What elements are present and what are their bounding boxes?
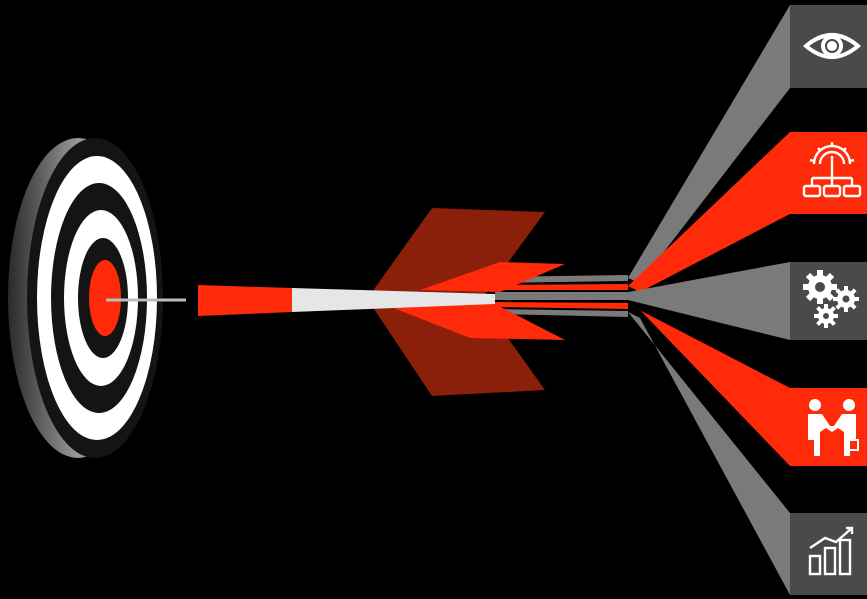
icon-box-5 — [790, 513, 867, 595]
icon-box-3 — [790, 262, 867, 340]
strand-3 — [495, 292, 628, 300]
dartboard-target — [8, 138, 163, 458]
icon-column — [790, 0, 867, 599]
arrow-tip-red — [198, 285, 292, 316]
icon-box-5-bg — [790, 513, 867, 595]
icon-box-1 — [790, 5, 867, 88]
icon-box-2 — [790, 132, 867, 214]
icon-box-4 — [790, 388, 867, 466]
ribbon-fan — [628, 5, 790, 595]
target-bullseye — [89, 260, 121, 336]
arrow — [106, 208, 565, 396]
icon-box-2-bg — [790, 132, 867, 214]
strand-4 — [495, 302, 628, 309]
